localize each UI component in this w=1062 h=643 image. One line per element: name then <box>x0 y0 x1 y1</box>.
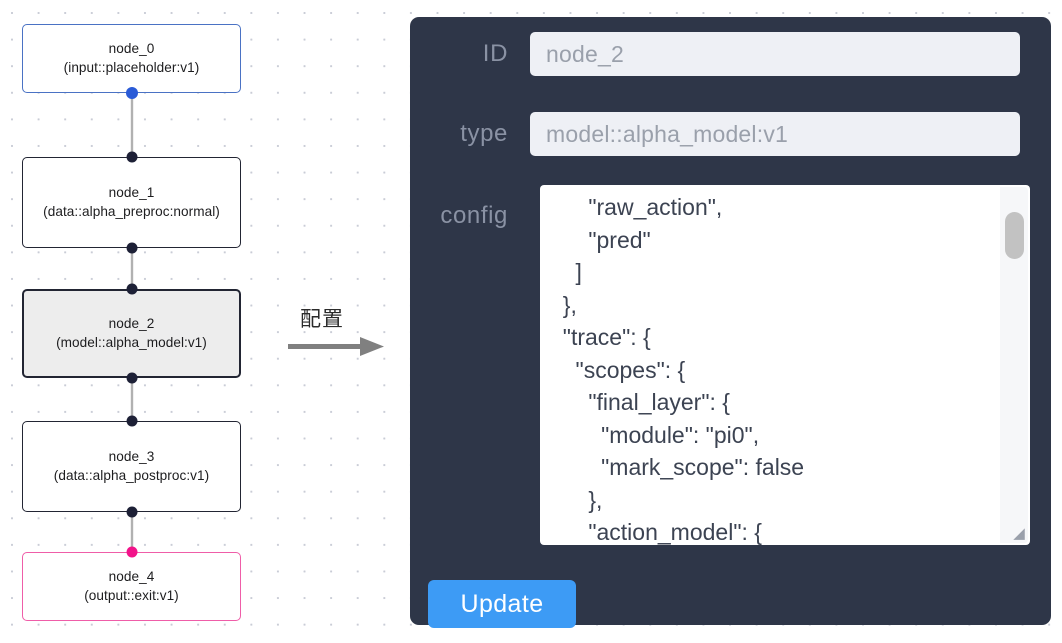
node-type: (data::alpha_preproc:normal) <box>43 203 220 219</box>
node-type: (input::placeholder:v1) <box>63 59 200 75</box>
port-input-node_1[interactable] <box>126 151 138 163</box>
update-button[interactable]: Update <box>428 580 576 628</box>
node-title: node_0 <box>108 40 155 56</box>
type-label: type <box>460 120 508 147</box>
port-input-node_2[interactable] <box>126 283 138 295</box>
id-label: ID <box>482 40 508 67</box>
node-title: node_2 <box>108 315 155 331</box>
field-row-id: ID <box>410 32 1051 76</box>
port-output-node_3[interactable] <box>126 506 138 518</box>
graph-node-node_2[interactable]: node_2 (model::alpha_model:v1) <box>22 289 241 378</box>
flow-arrow-label: 配置 <box>300 308 344 331</box>
port-input-node_4[interactable] <box>126 546 138 558</box>
config-textarea-wrap: ◢ <box>540 185 1030 545</box>
port-input-node_3[interactable] <box>126 415 138 427</box>
node-type: (model::alpha_model:v1) <box>56 334 207 350</box>
id-input[interactable] <box>530 32 1020 76</box>
config-textarea[interactable] <box>540 185 1030 545</box>
flow-arrow-icon <box>288 337 384 356</box>
node-type: (output::exit:v1) <box>84 587 179 603</box>
port-output-node_0[interactable] <box>126 87 138 99</box>
config-label: config <box>440 202 508 229</box>
graph-node-node_0[interactable]: node_0 (input::placeholder:v1) <box>22 24 241 93</box>
type-input[interactable] <box>530 112 1020 156</box>
graph-node-node_4[interactable]: node_4 (output::exit:v1) <box>22 552 241 621</box>
port-output-node_1[interactable] <box>126 242 138 254</box>
node-title: node_4 <box>108 568 155 584</box>
field-row-type: type <box>410 112 1051 156</box>
node-title: node_3 <box>108 448 155 464</box>
graph-node-node_3[interactable]: node_3 (data::alpha_postproc:v1) <box>22 421 241 512</box>
config-scrollbar-thumb[interactable] <box>1005 212 1024 259</box>
port-output-node_2[interactable] <box>126 372 138 384</box>
graph-node-node_1[interactable]: node_1 (data::alpha_preproc:normal) <box>22 157 241 248</box>
node-title: node_1 <box>108 184 155 200</box>
node-type: (data::alpha_postproc:v1) <box>53 467 210 483</box>
